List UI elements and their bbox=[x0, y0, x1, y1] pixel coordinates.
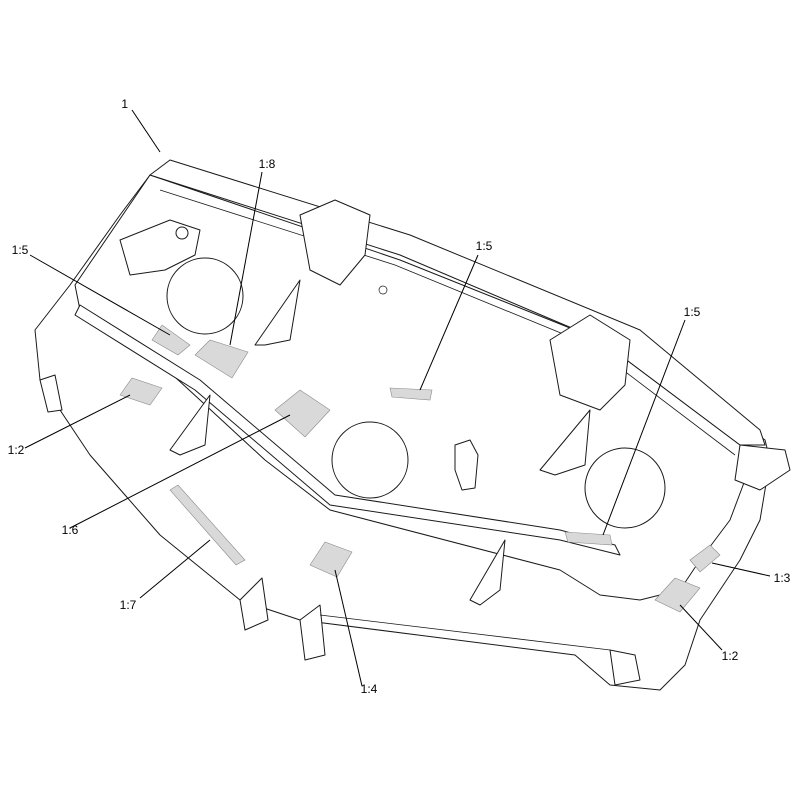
front-right-lug bbox=[609, 649, 641, 686]
callout-1-3: 1:3 bbox=[774, 571, 791, 585]
center-spindle-hole bbox=[331, 421, 409, 499]
decal-1-7 bbox=[169, 484, 246, 566]
right-spindle-hole bbox=[584, 447, 666, 529]
right-mount-block bbox=[549, 314, 631, 411]
decal-1-5-center bbox=[389, 387, 433, 401]
callout-1-5-left: 1:5 bbox=[12, 243, 29, 257]
center-gusset bbox=[169, 394, 211, 456]
callout-1-6: 1:6 bbox=[62, 523, 79, 537]
right-trim-bracket bbox=[734, 444, 791, 491]
callout-1-7: 1:7 bbox=[120, 598, 137, 612]
right-gusset bbox=[539, 409, 591, 476]
leader-1-8 bbox=[229, 171, 263, 346]
callout-1-4: 1:4 bbox=[361, 682, 378, 696]
left-idler-pivot bbox=[175, 226, 189, 240]
decal-1-3 bbox=[689, 544, 721, 573]
callout-1-2-right: 1:2 bbox=[722, 649, 739, 663]
center-mount-block bbox=[299, 199, 371, 286]
left-spindle-hole bbox=[166, 257, 244, 335]
front-baffle bbox=[74, 304, 621, 556]
leader-1-5-left bbox=[29, 254, 171, 336]
leader-1 bbox=[131, 109, 161, 153]
decal-1-8 bbox=[194, 339, 249, 379]
leader-1-6 bbox=[69, 414, 291, 529]
leader-1-4 bbox=[334, 569, 363, 687]
front-gusset bbox=[469, 539, 506, 606]
decal-1-2-right bbox=[654, 577, 701, 613]
callout-1-5-center: 1:5 bbox=[476, 239, 493, 253]
leader-1-2-right bbox=[679, 604, 723, 651]
leader-1-7 bbox=[139, 539, 211, 599]
leader-1-3 bbox=[711, 562, 771, 577]
rear-rail-edge bbox=[159, 189, 736, 456]
leader-1-5-right bbox=[602, 319, 686, 536]
decal-1-2-left bbox=[119, 377, 163, 406]
decal-1-4 bbox=[309, 541, 353, 578]
leader-1-2-left bbox=[24, 394, 131, 449]
center-mount-bolt bbox=[378, 285, 388, 295]
left-gusset bbox=[254, 279, 301, 346]
front-center-lug bbox=[299, 604, 326, 661]
center-mount-plate bbox=[454, 439, 479, 491]
decal-1-5-left bbox=[151, 324, 191, 356]
decal-1-5-right bbox=[564, 531, 613, 546]
leader-1-5-center bbox=[419, 254, 479, 391]
callout-1-2-left: 1:2 bbox=[8, 443, 25, 457]
rear-rail bbox=[149, 159, 766, 446]
front-left-lug bbox=[239, 577, 269, 631]
decal-1-6 bbox=[274, 389, 331, 438]
callout-1: 1 bbox=[121, 97, 128, 111]
callout-1-5-right: 1:5 bbox=[684, 305, 701, 319]
belt-guard-edge bbox=[319, 614, 611, 651]
left-side-lug bbox=[39, 374, 63, 413]
callout-1-8: 1:8 bbox=[259, 157, 276, 171]
